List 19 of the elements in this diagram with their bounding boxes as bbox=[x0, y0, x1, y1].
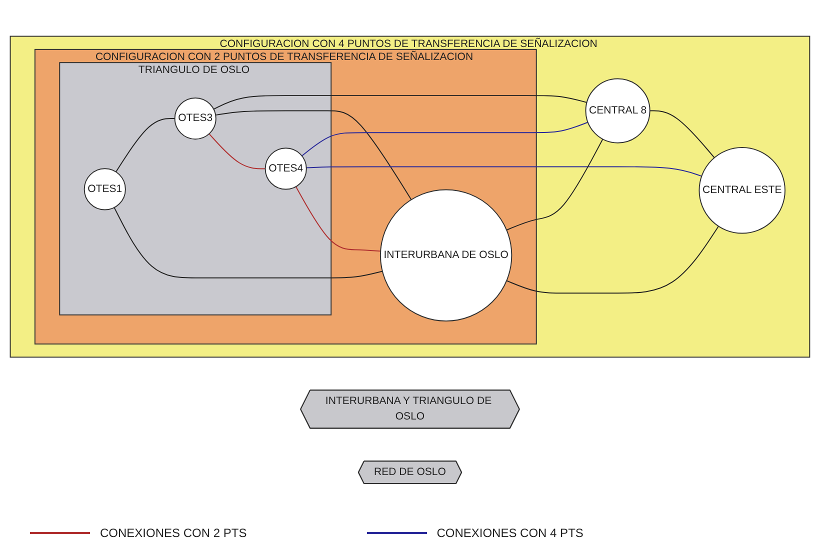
node-circle: CENTRAL 8 bbox=[585, 78, 650, 144]
connector bbox=[649, 110, 715, 158]
node-circle: OTES1 bbox=[84, 168, 126, 210]
connector bbox=[215, 110, 412, 200]
connector bbox=[115, 118, 176, 172]
connector bbox=[208, 133, 266, 170]
legend-text: CONEXIONES CON 4 PTS bbox=[436, 526, 584, 540]
connector bbox=[301, 122, 588, 156]
connector bbox=[295, 186, 382, 252]
node-circle: INTERURBANA DE OSLO bbox=[380, 189, 512, 322]
connector bbox=[114, 207, 383, 278]
connector bbox=[506, 226, 720, 294]
connector bbox=[213, 95, 588, 110]
node-circle: OTES4 bbox=[264, 148, 307, 190]
node-circle: OTES3 bbox=[174, 98, 216, 140]
connector bbox=[506, 138, 604, 231]
legend-text: CONEXIONES CON 2 PTS bbox=[100, 526, 247, 540]
node-circle: CENTRAL ESTE bbox=[698, 147, 786, 234]
connector bbox=[306, 166, 702, 177]
